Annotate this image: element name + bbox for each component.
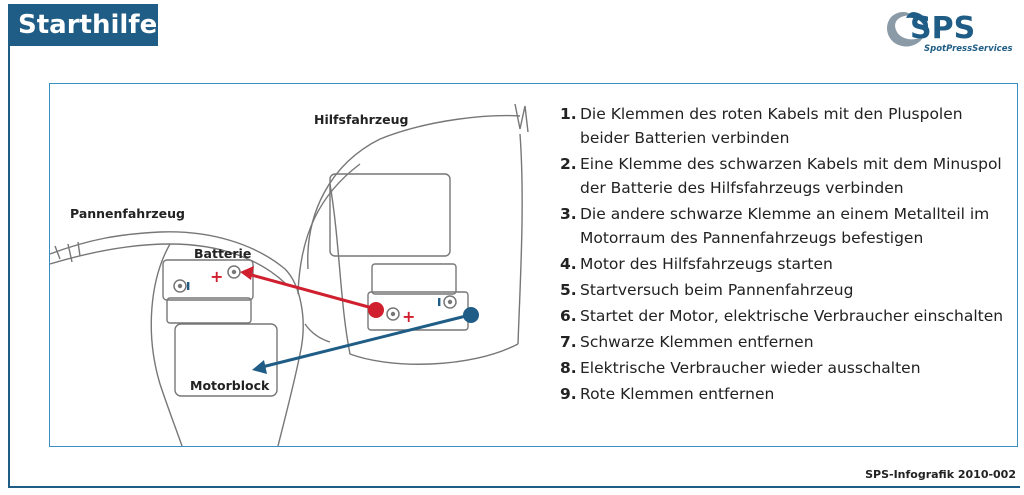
frame-bottom-border (8, 486, 1020, 488)
helper-battery-terminals: + (386, 295, 457, 326)
label-battery: Batterie (194, 246, 251, 261)
broken-battery-terminals: + (173, 265, 241, 293)
black-cable-arrow (252, 307, 479, 374)
instruction-list: 1.Die Klemmen des roten Kabels mit den P… (560, 102, 1012, 408)
frame-left-border (8, 40, 10, 488)
list-item: 4.Motor des Hilfsfahrzeugs starten (560, 255, 833, 273)
list-item: 6.Startet der Motor, elektrische Verbrau… (560, 307, 1004, 325)
plus-sign-broken: + (210, 267, 223, 286)
label-engine-block: Motorblock (190, 378, 270, 393)
red-cable-arrow (240, 266, 384, 318)
list-item: 1.Die Klemmen des roten Kabels mit den P… (560, 105, 963, 147)
jumpstart-diagram: + + Hilfsfahrzeug Pannenfahrzeug Batteri… (50, 103, 529, 446)
list-item: 8.Elektrische Verbraucher wieder ausscha… (560, 359, 921, 377)
page-title: Starthilfe (8, 4, 158, 46)
label-broken-vehicle: Pannenfahrzeug (70, 206, 185, 221)
broken-car-outline (50, 231, 304, 446)
plus-sign-helper: + (402, 307, 415, 326)
logo-subtitle: SpotPressServices (924, 44, 1013, 54)
label-helper-vehicle: Hilfsfahrzeug (314, 112, 408, 127)
list-item: 5.Startversuch beim Pannenfahrzeug (560, 281, 854, 299)
footer-credit: SPS-Infografik 2010-002 (865, 468, 1016, 481)
logo-letters: SPS (910, 11, 975, 46)
sps-logo-icon: SPS (887, 11, 975, 47)
list-item: 9.Rote Klemmen entfernen (560, 385, 775, 403)
content-panel (49, 83, 1018, 447)
list-item: 3.Die andere schwarze Klemme an einem Me… (560, 205, 990, 247)
list-item: 7.Schwarze Klemmen entfernen (560, 333, 814, 351)
list-item: 2.Eine Klemme des schwarzen Kabels mit d… (560, 155, 1002, 197)
